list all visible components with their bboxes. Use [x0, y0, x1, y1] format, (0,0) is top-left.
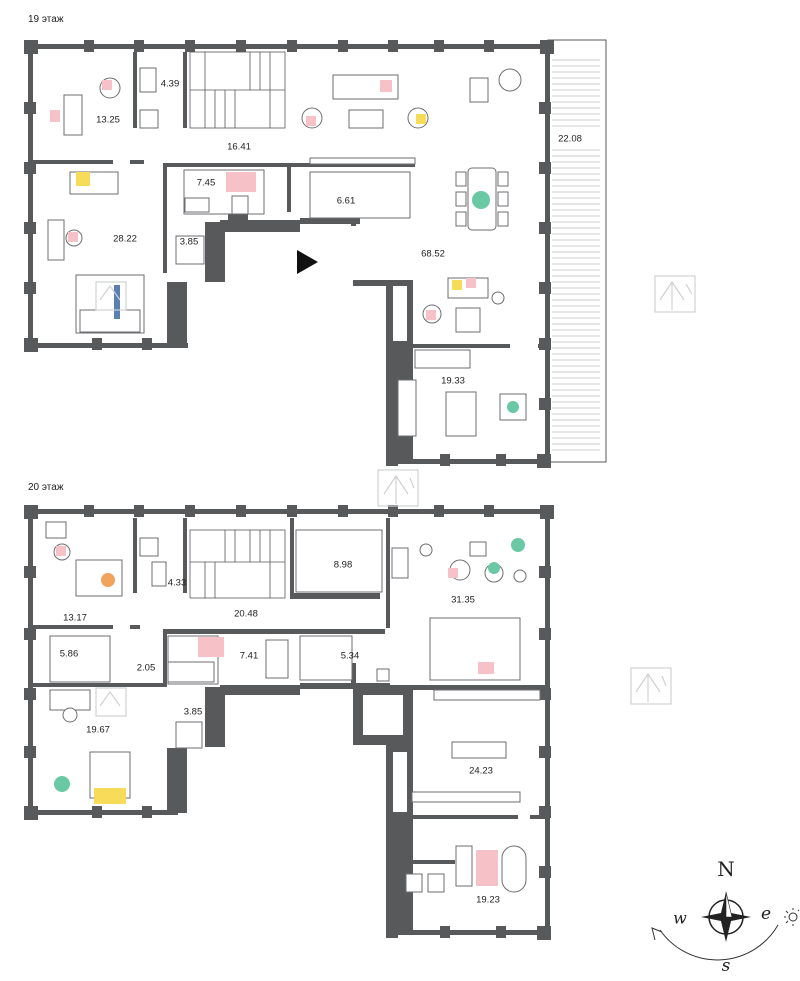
room-area: 22.08: [558, 133, 582, 145]
room-area: 2.05: [136, 662, 156, 674]
closet: [295, 529, 383, 593]
blanket: [79, 309, 141, 333]
room-area: 19.67: [86, 724, 110, 736]
sun-icon: [784, 908, 800, 926]
closet: [175, 721, 203, 749]
room-area: 7.41: [239, 650, 259, 662]
coffee-table: [348, 109, 384, 129]
logo-watermark-icon: [95, 281, 127, 311]
balcony: [547, 39, 607, 463]
entrance-arrow-icon: [297, 250, 318, 274]
columns-19: [24, 40, 554, 468]
closet: [49, 635, 111, 683]
room-area: 16.41: [227, 141, 251, 153]
wardrobe: [309, 171, 411, 219]
dresser: [433, 689, 541, 701]
room-area: 19.23: [476, 894, 500, 906]
bath-mat: [226, 172, 256, 192]
desk: [63, 94, 83, 136]
compass-south-label: s: [721, 956, 731, 976]
shelf: [411, 791, 521, 803]
logo-watermark-icon: [95, 687, 127, 717]
columns-20: [24, 505, 554, 940]
double-sink: [455, 845, 473, 887]
floor-20-plan: [24, 505, 554, 940]
master-bed: [429, 617, 521, 681]
tv-unit: [451, 741, 507, 759]
room-area: 6.61: [336, 195, 356, 207]
kitchen-counter: [397, 379, 417, 437]
furniture-20: [45, 521, 541, 893]
upper-cabinets: [414, 349, 471, 369]
floor-19-label: 19 этаж: [28, 14, 64, 25]
compass-east-label: e: [760, 904, 772, 924]
room-area: 19.33: [441, 375, 465, 387]
room-area: 24.23: [469, 765, 493, 777]
sink: [139, 109, 159, 129]
compass-west-label: w: [673, 908, 687, 928]
side-table: [469, 77, 489, 103]
bed: [75, 559, 123, 597]
closet: [299, 635, 353, 681]
compass-icon: [651, 891, 779, 961]
bathtub: [167, 661, 215, 683]
chair: [50, 110, 60, 122]
logo-watermark-icon: [654, 275, 696, 313]
room-area: 31.35: [451, 594, 475, 606]
room-area: 4.33: [167, 577, 187, 589]
armchair: [498, 68, 522, 92]
logo-watermark-icon: [630, 667, 672, 705]
furniture-19: [47, 67, 527, 437]
room-area: 20.48: [234, 608, 258, 620]
tv-console: [309, 157, 416, 165]
room-area: 3.85: [183, 706, 203, 718]
logo-watermark-icon: [377, 469, 419, 507]
bath-mat: [198, 637, 224, 657]
room-area: 68.52: [421, 248, 445, 260]
balcony-deck: [552, 59, 600, 451]
floor-19-plan: [24, 39, 607, 468]
room-area: 3.85: [179, 236, 199, 248]
room-area: 4.39: [160, 78, 180, 90]
desk: [49, 689, 91, 711]
staircase-19: [189, 51, 286, 129]
room-area: 13.17: [63, 612, 87, 624]
room-area: 5.34: [340, 650, 360, 662]
room-area: 5.86: [59, 648, 79, 660]
room-area: 7.45: [196, 177, 216, 189]
room-area: 28.22: [113, 233, 137, 245]
room-area: 13.25: [96, 114, 120, 126]
compass-north-label: N: [717, 857, 735, 881]
staircase-20: [189, 529, 286, 599]
floor-20-label: 20 этаж: [28, 482, 64, 493]
ottoman: [455, 307, 481, 333]
bath-mat: [476, 850, 498, 886]
toilet: [139, 67, 157, 93]
freestanding-tub: [501, 845, 527, 893]
kitchen-island: [445, 391, 477, 437]
closet: [175, 235, 205, 265]
bedroom-desk: [47, 219, 65, 261]
room-area: 8.98: [333, 559, 353, 571]
